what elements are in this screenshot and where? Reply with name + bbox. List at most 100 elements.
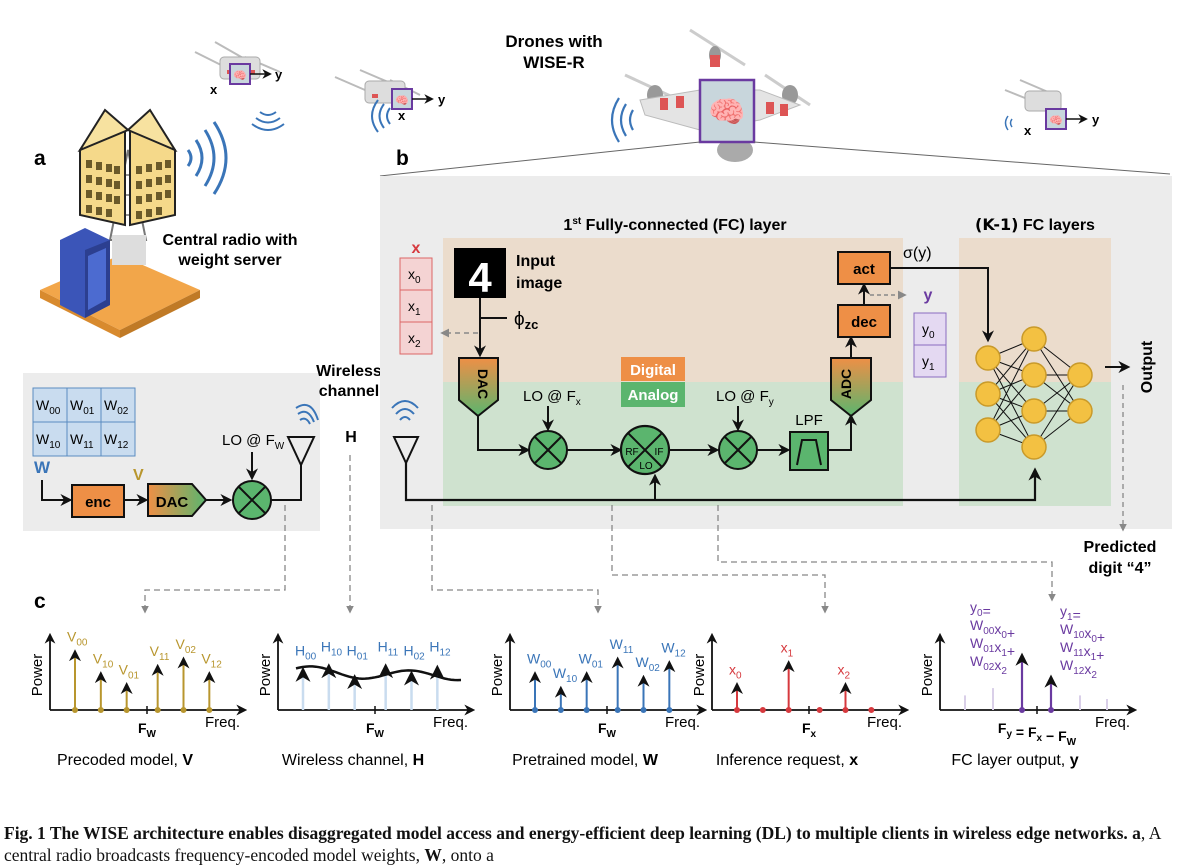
stem-dot — [785, 707, 792, 713]
center-tick-label: FW — [366, 720, 385, 740]
nn-neuron — [1021, 434, 1047, 460]
dac-block — [147, 483, 208, 517]
output-annotation: W01x1+ — [970, 635, 1015, 659]
stem-label: V11 — [150, 643, 170, 663]
stem-label: H01 — [347, 642, 369, 662]
dac-label-b: DAC — [475, 369, 491, 399]
stem-dot — [868, 707, 875, 713]
predicted-label-1: Predicted — [1084, 539, 1157, 556]
stem-label: H00 — [295, 642, 317, 662]
stem-dot — [816, 707, 823, 713]
server-rack-icon — [60, 228, 110, 318]
stem-label: W00 — [527, 651, 552, 671]
stem-label: W01 — [579, 651, 604, 671]
stem-label: H12 — [429, 638, 451, 658]
y-vector-label: y — [924, 287, 933, 304]
drone-small-1: 🧠 y x — [194, 41, 285, 131]
signal-waves-icon — [295, 404, 319, 425]
y-axis-label: Power — [29, 654, 46, 697]
stem-label: H10 — [321, 638, 343, 658]
stem-label: H02 — [404, 642, 426, 662]
stem-label: V02 — [176, 636, 197, 656]
y-vector-cell-label: y0 — [922, 321, 935, 341]
x-vector-cell — [399, 257, 433, 291]
stem-dot — [72, 707, 78, 713]
nn-edge — [1033, 374, 1081, 448]
x-axis-label: Freq. — [1095, 714, 1130, 731]
x-axis-label: Freq. — [433, 714, 468, 731]
stem-label: x1 — [781, 640, 794, 660]
panel-a-letter: a — [34, 147, 46, 170]
nn-neuron — [1021, 326, 1047, 352]
stem-dot — [97, 707, 104, 713]
drone-x-label: x — [398, 108, 406, 123]
center-tick-label: Fy = Fx − FW — [998, 720, 1077, 748]
x-vector-cell-label: x2 — [408, 330, 421, 350]
broadcast-waves-icon — [186, 121, 228, 195]
nn-neuron — [1067, 362, 1093, 388]
nn-neuron — [975, 381, 1001, 407]
adc-label: ADC — [838, 369, 854, 399]
drones-subtitle: WISE-R — [523, 53, 584, 72]
weight-cell-label: W11 — [70, 431, 94, 451]
digital-label: Digital — [630, 362, 676, 379]
stem-label: V12 — [201, 651, 222, 671]
analog-label: Analog — [628, 387, 679, 404]
dac-label: DAC — [156, 494, 189, 511]
nn-neuron — [1021, 362, 1047, 388]
stem-dot — [734, 707, 740, 713]
nn-neuron — [1021, 398, 1047, 424]
input-image-label-1: Input — [516, 253, 556, 270]
caption-title: Fig. 1 The WISE architecture enables dis… — [4, 823, 1128, 843]
signal-waves-icon — [371, 99, 391, 133]
stem-label: V00 — [67, 629, 88, 649]
fck-title: (K-1) FC layers — [975, 215, 1095, 234]
center-tick-label: FW — [138, 720, 157, 740]
phi-zc-label: ϕzc — [514, 309, 538, 332]
weight-cell-label: W12 — [104, 431, 129, 451]
mixer-icon — [232, 480, 272, 520]
chart-title: Pretrained model, W — [512, 752, 659, 769]
stem-dot — [583, 707, 590, 713]
weight-cell-label: W00 — [36, 397, 61, 417]
input-image — [454, 248, 506, 298]
stem-dot — [180, 707, 187, 713]
antenna-icon — [392, 436, 420, 466]
nn-edge — [987, 338, 1035, 431]
y-axis-label: Power — [691, 654, 708, 697]
dashed-connectors — [141, 455, 1056, 614]
mixer-port-if: IF — [655, 447, 664, 458]
svg-text:🧠: 🧠 — [395, 94, 409, 107]
output-annotation: y0= — [970, 599, 991, 619]
caption-w: W — [424, 845, 442, 865]
input-digit: 4 — [468, 254, 492, 301]
encoder-block — [71, 484, 125, 518]
weight-cell — [32, 421, 68, 457]
digital-tag — [621, 357, 685, 381]
caption-text-2: , onto a — [441, 845, 494, 865]
weight-cell-label: W10 — [36, 431, 61, 451]
lo-fy-label: LO @ Fy — [716, 388, 774, 408]
x-vector-label: x — [412, 240, 421, 257]
sigma-y-label: σ(y) — [903, 245, 932, 262]
output-label: Output — [1139, 340, 1156, 393]
drone-y-label: y — [438, 92, 446, 107]
tower-label-2: weight server — [177, 252, 281, 269]
drone-y-label: y — [1092, 112, 1100, 127]
signal-waves-icon — [251, 111, 285, 131]
drone-small-3: 🧠 y x — [1004, 79, 1100, 138]
central-radio-tower — [40, 108, 228, 338]
x-vector-cell-label: x1 — [408, 298, 421, 318]
x-vector-cell — [399, 321, 433, 355]
stem-dot — [532, 707, 538, 713]
stem-label: W10 — [553, 665, 578, 685]
mixer-x-icon — [528, 430, 568, 470]
svg-text:🧠: 🧠 — [1049, 114, 1063, 127]
signal-waves-icon — [610, 97, 634, 143]
chart-title: FC layer output, y — [951, 752, 1078, 769]
dac-block-b — [458, 357, 499, 418]
mixer-port-lo: LO — [639, 461, 653, 472]
y-vector-cell-label: y1 — [922, 353, 935, 373]
